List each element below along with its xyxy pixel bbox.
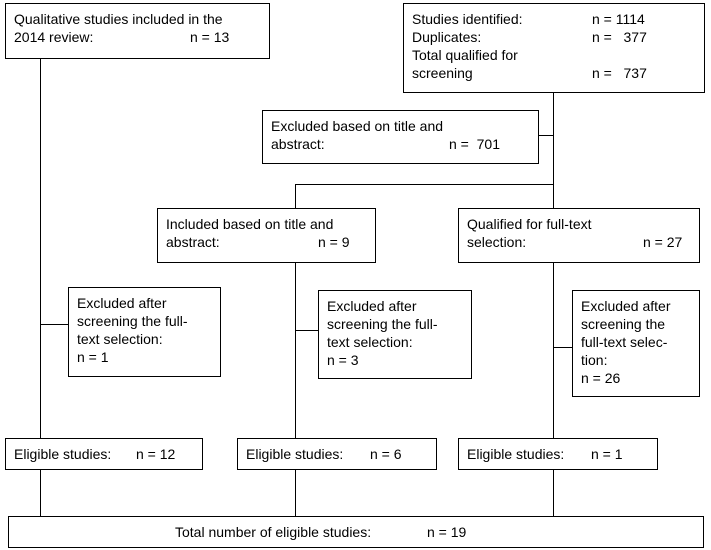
box-text: Excluded after: [327, 298, 417, 314]
row-label: Total qualified for: [412, 47, 518, 63]
box-label: Eligible studies:: [14, 446, 112, 462]
connector-line: [553, 184, 554, 208]
box-text: abstract: n = 9: [166, 233, 367, 251]
connector-line: [553, 262, 554, 438]
box-text: tion:: [581, 352, 608, 368]
identified-row: Studies identified: n = 1114: [412, 10, 696, 28]
box-label: 2014 review:: [14, 29, 94, 45]
connector-line: [40, 58, 41, 438]
count-value: n = 13: [190, 29, 230, 45]
eligible-studies-right-box: Eligible studies: n = 1: [458, 438, 658, 470]
count-value: n = 9: [318, 234, 350, 250]
connector-line: [553, 347, 572, 348]
connector-line: [40, 469, 41, 517]
box-text: Excluded after: [581, 298, 671, 314]
box-text: selection: n = 27: [467, 233, 691, 251]
count-value: n = 27: [643, 234, 683, 250]
box-text: Qualitative studies included in the: [14, 11, 223, 27]
eligible-studies-left-box: Eligible studies: n = 12: [5, 438, 203, 470]
connector-line: [295, 184, 554, 185]
count-value: n = 737: [592, 65, 647, 81]
box-text: text selection:: [327, 334, 413, 350]
count-value: n = 12: [136, 446, 176, 462]
total-eligible-box: Total number of eligible studies: n = 19: [8, 516, 704, 548]
connector-line: [295, 184, 296, 208]
identified-row: Total qualified for: [412, 46, 696, 64]
box-text: 2014 review: n = 13: [14, 28, 261, 46]
box-text: Eligible studies: n = 1: [467, 445, 649, 463]
count-value: n = 3: [327, 352, 359, 368]
connector-line: [295, 330, 318, 331]
eligible-studies-middle-box: Eligible studies: n = 6: [237, 438, 437, 470]
row-label: Studies identified:: [412, 11, 523, 27]
box-label: selection:: [467, 234, 527, 250]
box-text: Included based on title and: [166, 216, 334, 232]
count-value: n = 1: [591, 446, 623, 462]
count-value: n = 701: [449, 136, 500, 152]
excluded-fulltext-middle-box: Excluded after screening the full- text …: [318, 290, 472, 379]
box-text: screening the full-: [77, 313, 188, 329]
box-label: abstract:: [166, 234, 220, 250]
count-value: n = 1: [77, 349, 109, 365]
box-label: abstract:: [271, 136, 325, 152]
count-value: n = 19: [427, 524, 467, 540]
box-text: Eligible studies: n = 6: [246, 445, 428, 463]
box-text: Eligible studies: n = 12: [14, 445, 194, 463]
count-value: n = 1114: [592, 11, 645, 27]
excluded-fulltext-left-box: Excluded after screening the full- text …: [68, 287, 221, 377]
box-text: abstract: n = 701: [271, 135, 530, 153]
count-value: n = 26: [581, 370, 621, 386]
connector-line: [538, 135, 554, 136]
box-text: Total number of eligible studies: n = 19: [17, 523, 695, 541]
connector-line: [295, 262, 296, 438]
connector-line: [295, 469, 296, 517]
box-text: screening the full-: [327, 316, 438, 332]
box-text: text selection:: [77, 331, 163, 347]
excluded-title-abstract-box: Excluded based on title and abstract: n …: [262, 110, 539, 164]
included-title-abstract-box: Included based on title and abstract: n …: [157, 208, 376, 263]
box-label: Eligible studies:: [246, 446, 344, 462]
connector-line: [553, 92, 554, 184]
count-value: n = 377: [592, 29, 647, 45]
excluded-fulltext-right-box: Excluded after screening the full-text s…: [572, 290, 700, 397]
box-text: screening the: [581, 316, 666, 332]
studies-identified-box: Studies identified: n = 1114 Duplicates:…: [403, 3, 705, 93]
count-value: n = 6: [370, 446, 402, 462]
connector-line: [40, 324, 68, 325]
row-label: Duplicates:: [412, 29, 482, 45]
connector-line: [553, 469, 554, 517]
box-text: Excluded after: [77, 295, 167, 311]
box-text: Excluded based on title and: [271, 118, 444, 134]
box-text: full-text selec-: [581, 334, 668, 350]
identified-row: screening n = 737: [412, 64, 696, 82]
box-label: Eligible studies:: [467, 446, 565, 462]
qualified-fulltext-box: Qualified for full-text selection: n = 2…: [458, 208, 700, 263]
box-text: Qualified for full-text: [467, 216, 592, 232]
qualitative-studies-box: Qualitative studies included in the 2014…: [5, 3, 270, 59]
box-label: Total number of eligible studies:: [175, 524, 372, 540]
row-label: screening: [412, 65, 473, 81]
identified-row: Duplicates: n = 377: [412, 28, 696, 46]
